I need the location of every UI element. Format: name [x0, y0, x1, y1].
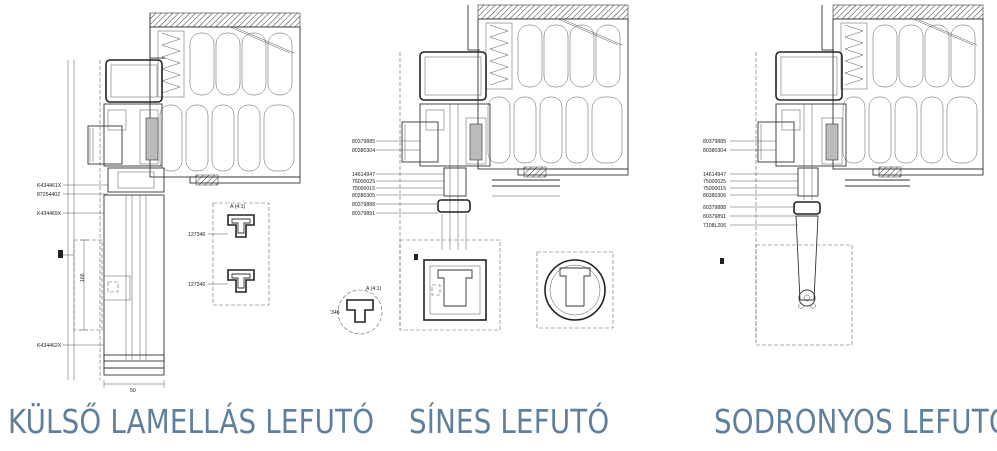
- code-label: 14614947: [703, 172, 726, 178]
- code-label: K434462X: [37, 343, 62, 349]
- detail-code: '346: [330, 310, 340, 316]
- code-label: 80379888: [703, 205, 726, 211]
- caption-sodronyos-lefuto: SODRONYOS LEFUTÓ: [714, 402, 997, 441]
- code-label: 80379891: [352, 211, 375, 217]
- dimension-label: 50: [130, 388, 136, 394]
- code-label: 80379885: [352, 139, 375, 145]
- detail-code: 127346: [188, 282, 205, 288]
- technical-drawings: K434461X 87254402 K434469X K434462X A (4…: [37, 4, 984, 394]
- code-label: 80379888: [352, 202, 375, 208]
- detail-code: 127346: [188, 232, 205, 238]
- code-label: 75000025: [352, 179, 375, 185]
- code-label: 75000015: [703, 186, 726, 192]
- code-label: K434469X: [37, 211, 62, 217]
- code-label: 75000015: [352, 186, 375, 192]
- drawing-kulso-lamellas: K434461X 87254402 K434469X K434462X A (4…: [37, 12, 301, 394]
- code-label: 80380306: [703, 193, 726, 199]
- code-label: 14614947: [352, 172, 375, 178]
- code-label: 80380304: [352, 148, 375, 154]
- dimension-label: 166: [80, 273, 86, 282]
- code-label: 7108L206: [703, 223, 726, 229]
- detail-label: A (4:1): [230, 204, 246, 210]
- drawing-sodronyos: 80379885 80380304 14614947 75000025 7500…: [703, 4, 984, 346]
- detail-label: A (4:1): [366, 286, 382, 292]
- code-label: 80379885: [703, 139, 726, 145]
- code-label: K434461X: [37, 183, 62, 189]
- code-label: 80380304: [703, 148, 726, 154]
- caption-kulso-lamellas-lefuto: KÜLSŐ LAMELLÁS LEFUTÓ: [8, 402, 375, 441]
- code-label: 80380305: [352, 193, 375, 199]
- caption-sines-lefuto: SÍNES LEFUTÓ: [409, 402, 610, 441]
- code-label: 87254402: [37, 192, 60, 198]
- drawing-sines: 80379885 80380304 14614947 75000025 7500…: [330, 4, 629, 335]
- code-label: 80379891: [703, 214, 726, 220]
- code-label: 75000025: [703, 179, 726, 185]
